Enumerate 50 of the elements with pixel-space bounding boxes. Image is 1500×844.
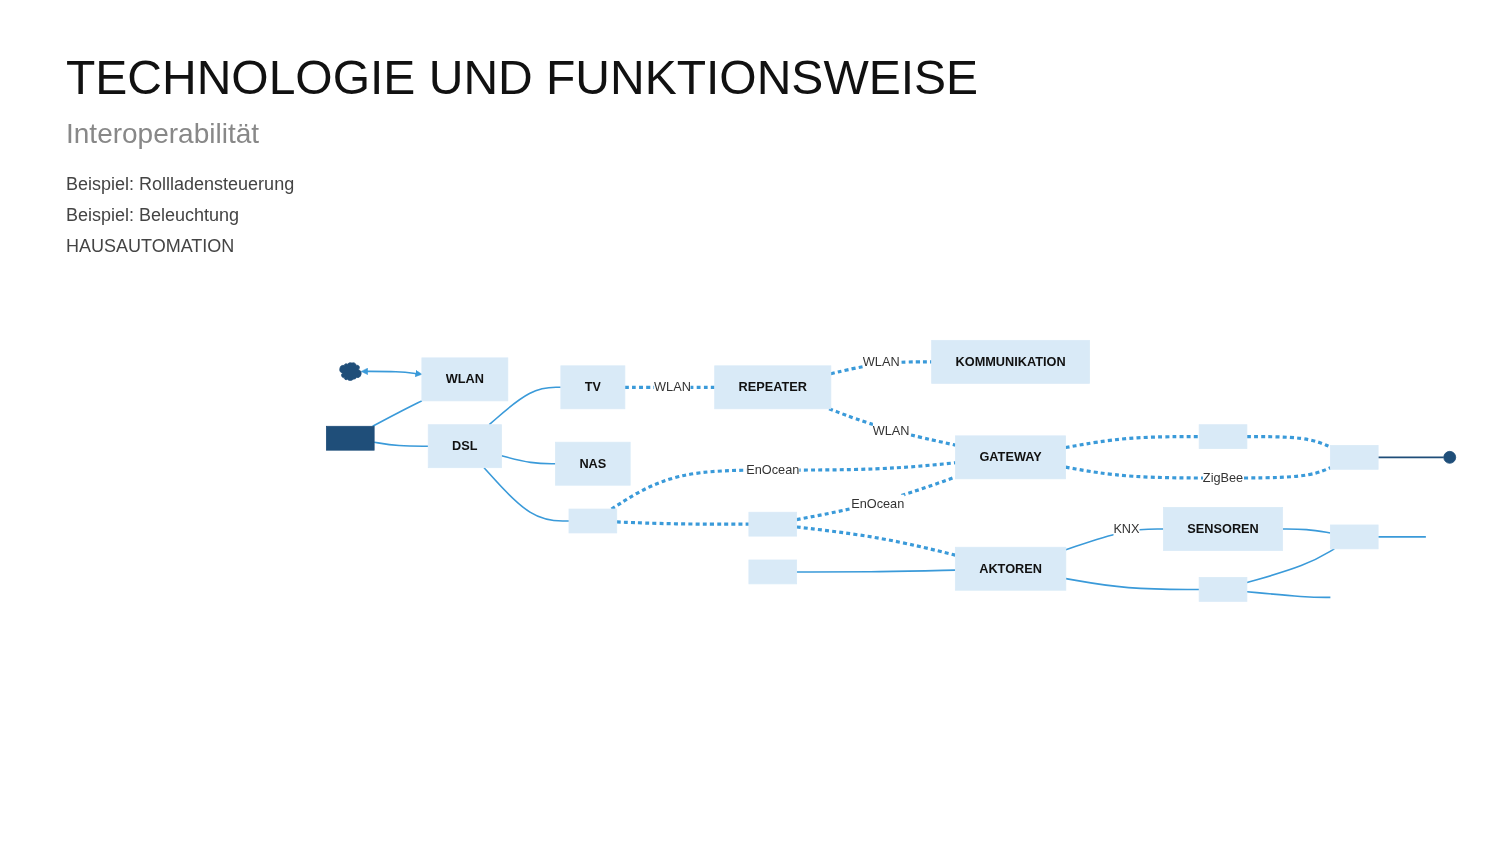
node-box [568, 508, 618, 534]
node-box: REPEATER [714, 365, 832, 410]
connector [1065, 435, 1200, 450]
title: TECHNOLOGIE UND FUNKTIONSWEISE [66, 50, 979, 105]
subtitle: Interoperabilität [66, 118, 260, 150]
node-box: SENSOREN [1163, 507, 1284, 551]
edge-label: EnOcean [746, 463, 800, 477]
connector [828, 407, 956, 447]
node-box: WLAN [421, 357, 509, 402]
node-box [1330, 524, 1379, 550]
connector [795, 569, 957, 573]
note-text: Beispiel: Beleuchtung [66, 205, 241, 226]
node-box [1330, 445, 1379, 470]
edge-label: WLAN [862, 354, 900, 369]
node-cloud [339, 362, 362, 381]
node-box: NAS [555, 442, 631, 486]
connector [483, 467, 570, 522]
node-box [748, 512, 798, 537]
connector [371, 400, 423, 428]
node-lamp [1443, 451, 1457, 464]
node-box: AKTOREN [954, 547, 1067, 591]
connector [1377, 456, 1445, 459]
node-box [1198, 577, 1248, 602]
arrow [360, 368, 423, 378]
edge-label: KNX [1113, 521, 1140, 536]
node-box: GATEWAY [955, 435, 1066, 480]
connector [1246, 591, 1332, 599]
node-box [748, 559, 798, 585]
connector [373, 441, 430, 448]
connector [616, 520, 749, 526]
connector [1065, 465, 1331, 480]
connector [796, 525, 956, 557]
node-box: TV [560, 365, 626, 410]
note-text: HAUSAUTOMATION [66, 236, 236, 257]
edge-label: EnOcean [851, 497, 905, 511]
connector [1246, 435, 1331, 449]
node-box: KOMMUNIKATION [931, 340, 1090, 384]
node-box: DSL [427, 424, 502, 469]
edge-label: WLAN [654, 380, 691, 394]
edge-label: WLAN [872, 423, 910, 438]
edge-label: ZigBee [1202, 471, 1244, 485]
node-box [1198, 424, 1248, 450]
connector [1281, 528, 1332, 534]
connector [1377, 536, 1427, 538]
connector [610, 461, 956, 511]
connector [488, 386, 562, 426]
connector [500, 455, 557, 465]
connector [1065, 577, 1200, 591]
node-laptop [326, 426, 375, 451]
note-text: Beispiel: Rollladensteuerung [66, 174, 296, 195]
